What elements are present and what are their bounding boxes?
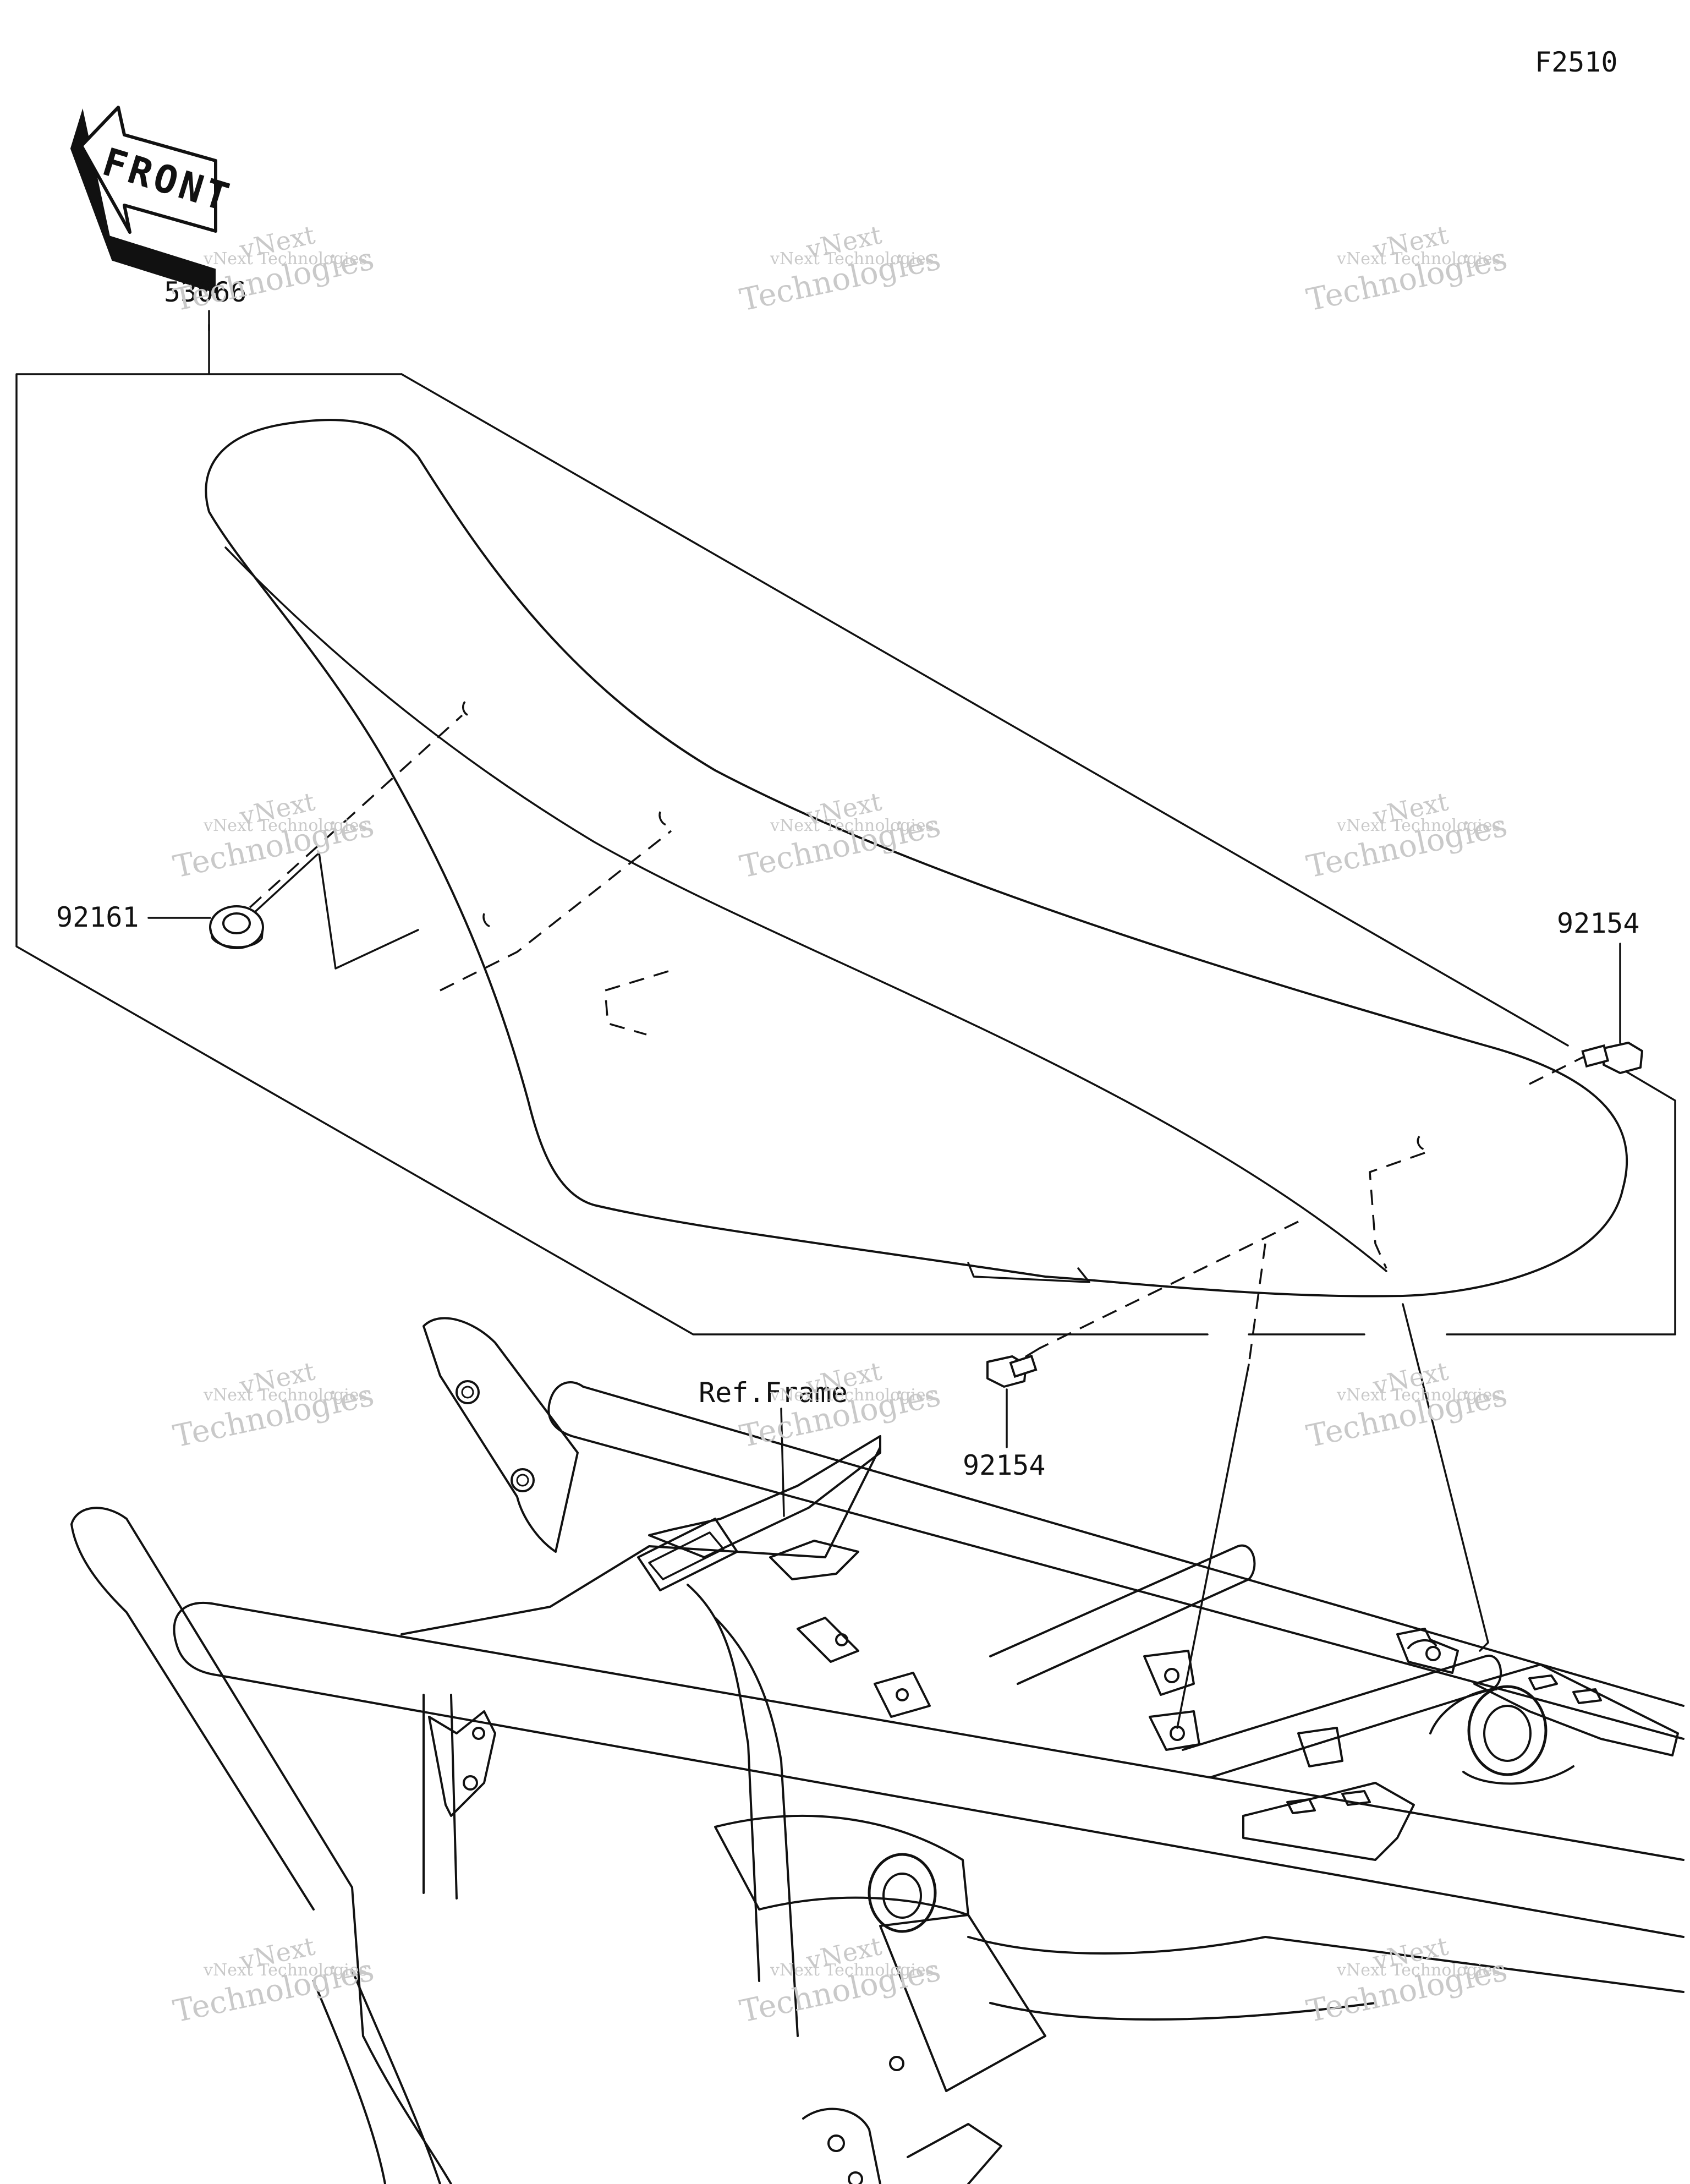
bolt-side — [986, 1354, 1038, 1388]
damper — [209, 905, 264, 949]
seat-assembly-boundary — [15, 324, 1676, 1335]
bolt-rear — [1581, 1042, 1643, 1074]
reference-label: Ref.Frame — [699, 1377, 848, 1409]
svg-text:vNext Technologies: vNext Technologies — [770, 1961, 934, 1980]
part-number-label: 92154 — [963, 1449, 1046, 1481]
svg-text:vNext Technologies: vNext Technologies — [770, 816, 934, 835]
svg-text:vNext Technologies: vNext Technologies — [1336, 1386, 1501, 1405]
callout-92154-rear: 92154 — [1557, 907, 1640, 1044]
seat — [205, 419, 1628, 1298]
front-arrow-icon: FRONT — [70, 106, 237, 293]
callout-92154-side: 92154 — [963, 1388, 1046, 1481]
svg-text:vNext Technologies: vNext Technologies — [770, 1386, 934, 1405]
part-number-label: 53066 — [164, 276, 247, 308]
svg-text:vNext Technologies: vNext Technologies — [1336, 816, 1501, 835]
svg-text:vNext Technologies: vNext Technologies — [203, 1386, 367, 1405]
figure-code: F2510 — [1535, 46, 1618, 78]
callout-ref-frame: Ref.Frame — [699, 1377, 848, 1517]
svg-text:vNext Technologies: vNext Technologies — [203, 816, 367, 835]
svg-text:vNext Technologies: vNext Technologies — [770, 249, 934, 269]
svg-text:vNext Technologies: vNext Technologies — [1336, 249, 1501, 269]
frame — [70, 1317, 1684, 2184]
assembly-lines — [230, 714, 1596, 1729]
part-number-label: 92161 — [56, 901, 139, 933]
svg-text:vNext Technologies: vNext Technologies — [203, 249, 367, 269]
part-number-label: 92154 — [1557, 907, 1640, 939]
svg-text:vNext Technologies: vNext Technologies — [203, 1961, 367, 1980]
callout-92161: 92161 — [56, 901, 211, 933]
svg-text:vNext Technologies: vNext Technologies — [1336, 1961, 1501, 1980]
callout-53066: 53066 — [164, 276, 247, 331]
